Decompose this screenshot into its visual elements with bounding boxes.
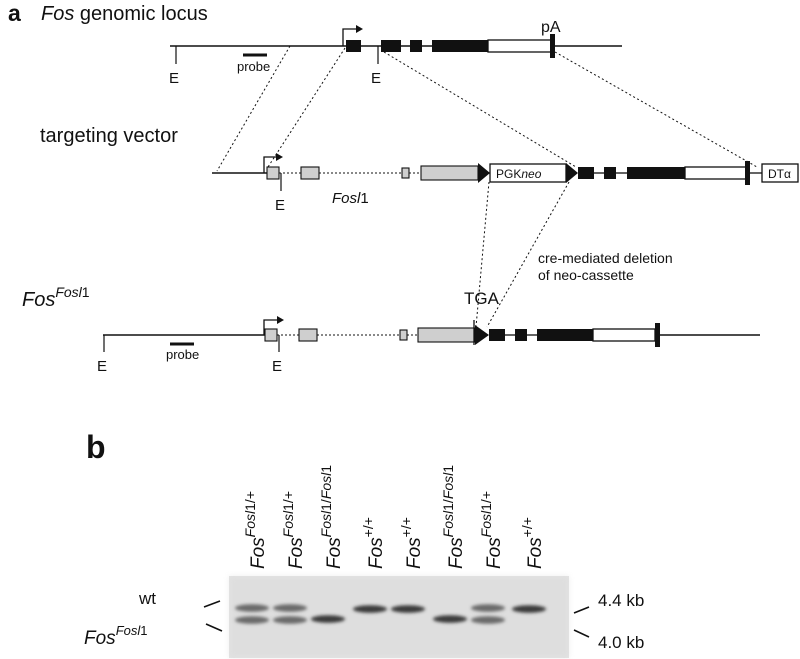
promoter-arrow — [263, 156, 276, 173]
blot-band — [471, 616, 505, 624]
tga-label: TGA — [464, 289, 500, 308]
ecori-site-label: E — [275, 197, 285, 214]
ecori-site-label: E — [272, 358, 282, 375]
wt-band-label: wt — [138, 589, 156, 608]
size-tick-upper — [573, 606, 590, 614]
fosl1-label: Fosl1 — [332, 190, 369, 207]
loxp-site — [478, 163, 490, 183]
blot-band — [273, 604, 307, 612]
knockin-allele: E E probe — [97, 316, 760, 375]
dt-alpha-label: DTα — [768, 167, 791, 181]
exon-4-coding — [432, 40, 488, 52]
size-tick-lower — [573, 629, 590, 638]
lane-genotype-label: FosFosl1/+ — [242, 491, 269, 569]
blot-band — [433, 615, 467, 623]
exon-4-utr — [487, 39, 553, 53]
panel-a-letter: a — [8, 0, 21, 26]
blot-band — [235, 616, 269, 624]
size-marker-upper: 4.4 kb — [598, 591, 644, 610]
promoter-arrow — [342, 28, 356, 46]
probe-label: probe — [166, 347, 199, 362]
homology-lines-lower — [475, 181, 570, 328]
knockin-band-tick — [205, 623, 223, 632]
exon-2 — [381, 40, 401, 52]
lane-labels: FosFosl1/+ FosFosl1/+ FosFosl1/Fosl1Fos+/+… — [242, 465, 546, 569]
exon-3 — [410, 40, 422, 52]
blot-band — [353, 605, 387, 613]
loxp-site — [566, 163, 578, 183]
genomic-locus: E E probe pA — [169, 19, 622, 87]
blot-band — [391, 605, 425, 613]
vector-title: targeting vector — [40, 125, 178, 147]
southern-blot — [229, 576, 569, 658]
polya-bar — [550, 34, 555, 58]
ecori-site-label: E — [169, 70, 179, 87]
blot-band — [512, 605, 546, 613]
panel-b-letter: b — [86, 429, 106, 465]
ecori-site-label: E — [371, 70, 381, 87]
fosl1-exon-4 — [420, 165, 479, 181]
blot-band — [235, 604, 269, 612]
wt-band-tick — [203, 600, 221, 608]
blot-band — [311, 615, 345, 623]
lane-genotype-label: FosFosl1/+ — [478, 491, 505, 569]
lane-genotype-label: Fos+/+ — [398, 517, 425, 569]
lane-genotype-label: FosFosl1/Fosl1 — [440, 465, 467, 569]
polya-label: pA — [541, 19, 561, 36]
lane-genotype-label: Fos+/+ — [360, 517, 387, 569]
pgk-neo-label: PGKneo — [496, 167, 542, 181]
homology-lines-upper — [216, 45, 758, 172]
targeting-vector: PGKneo DTα E Fosl1 — [212, 153, 799, 214]
ecori-site-label: E — [97, 358, 107, 375]
lane-genotype-label: FosFosl1/Fosl1 — [318, 465, 345, 569]
promoter-arrow — [263, 319, 277, 335]
lane-genotype-label: FosFosl1/+ — [280, 491, 307, 569]
fosl1-exon-2 — [300, 166, 320, 180]
cre-deletion-text-1: cre-mediated deletion — [538, 250, 673, 266]
knockin-band-label: FosFosl1 — [84, 623, 147, 649]
fosl1-exon-3 — [401, 167, 410, 179]
dt-alpha-cassette — [761, 163, 799, 183]
blot-band — [471, 604, 505, 612]
probe-label: probe — [237, 59, 270, 74]
exon-1 — [346, 40, 361, 52]
blot-bands — [235, 604, 546, 624]
size-marker-lower: 4.0 kb — [598, 633, 644, 652]
locus-title: Fos genomic locus — [41, 3, 208, 25]
fosl1-exon-1 — [266, 166, 280, 180]
allele-title: FosFosl1 — [22, 284, 90, 311]
blot-band — [273, 616, 307, 624]
cre-deletion-text-2: of neo-cassette — [538, 267, 634, 283]
loxp-site — [475, 325, 489, 345]
lane-genotype-label: Fos+/+ — [519, 517, 546, 569]
